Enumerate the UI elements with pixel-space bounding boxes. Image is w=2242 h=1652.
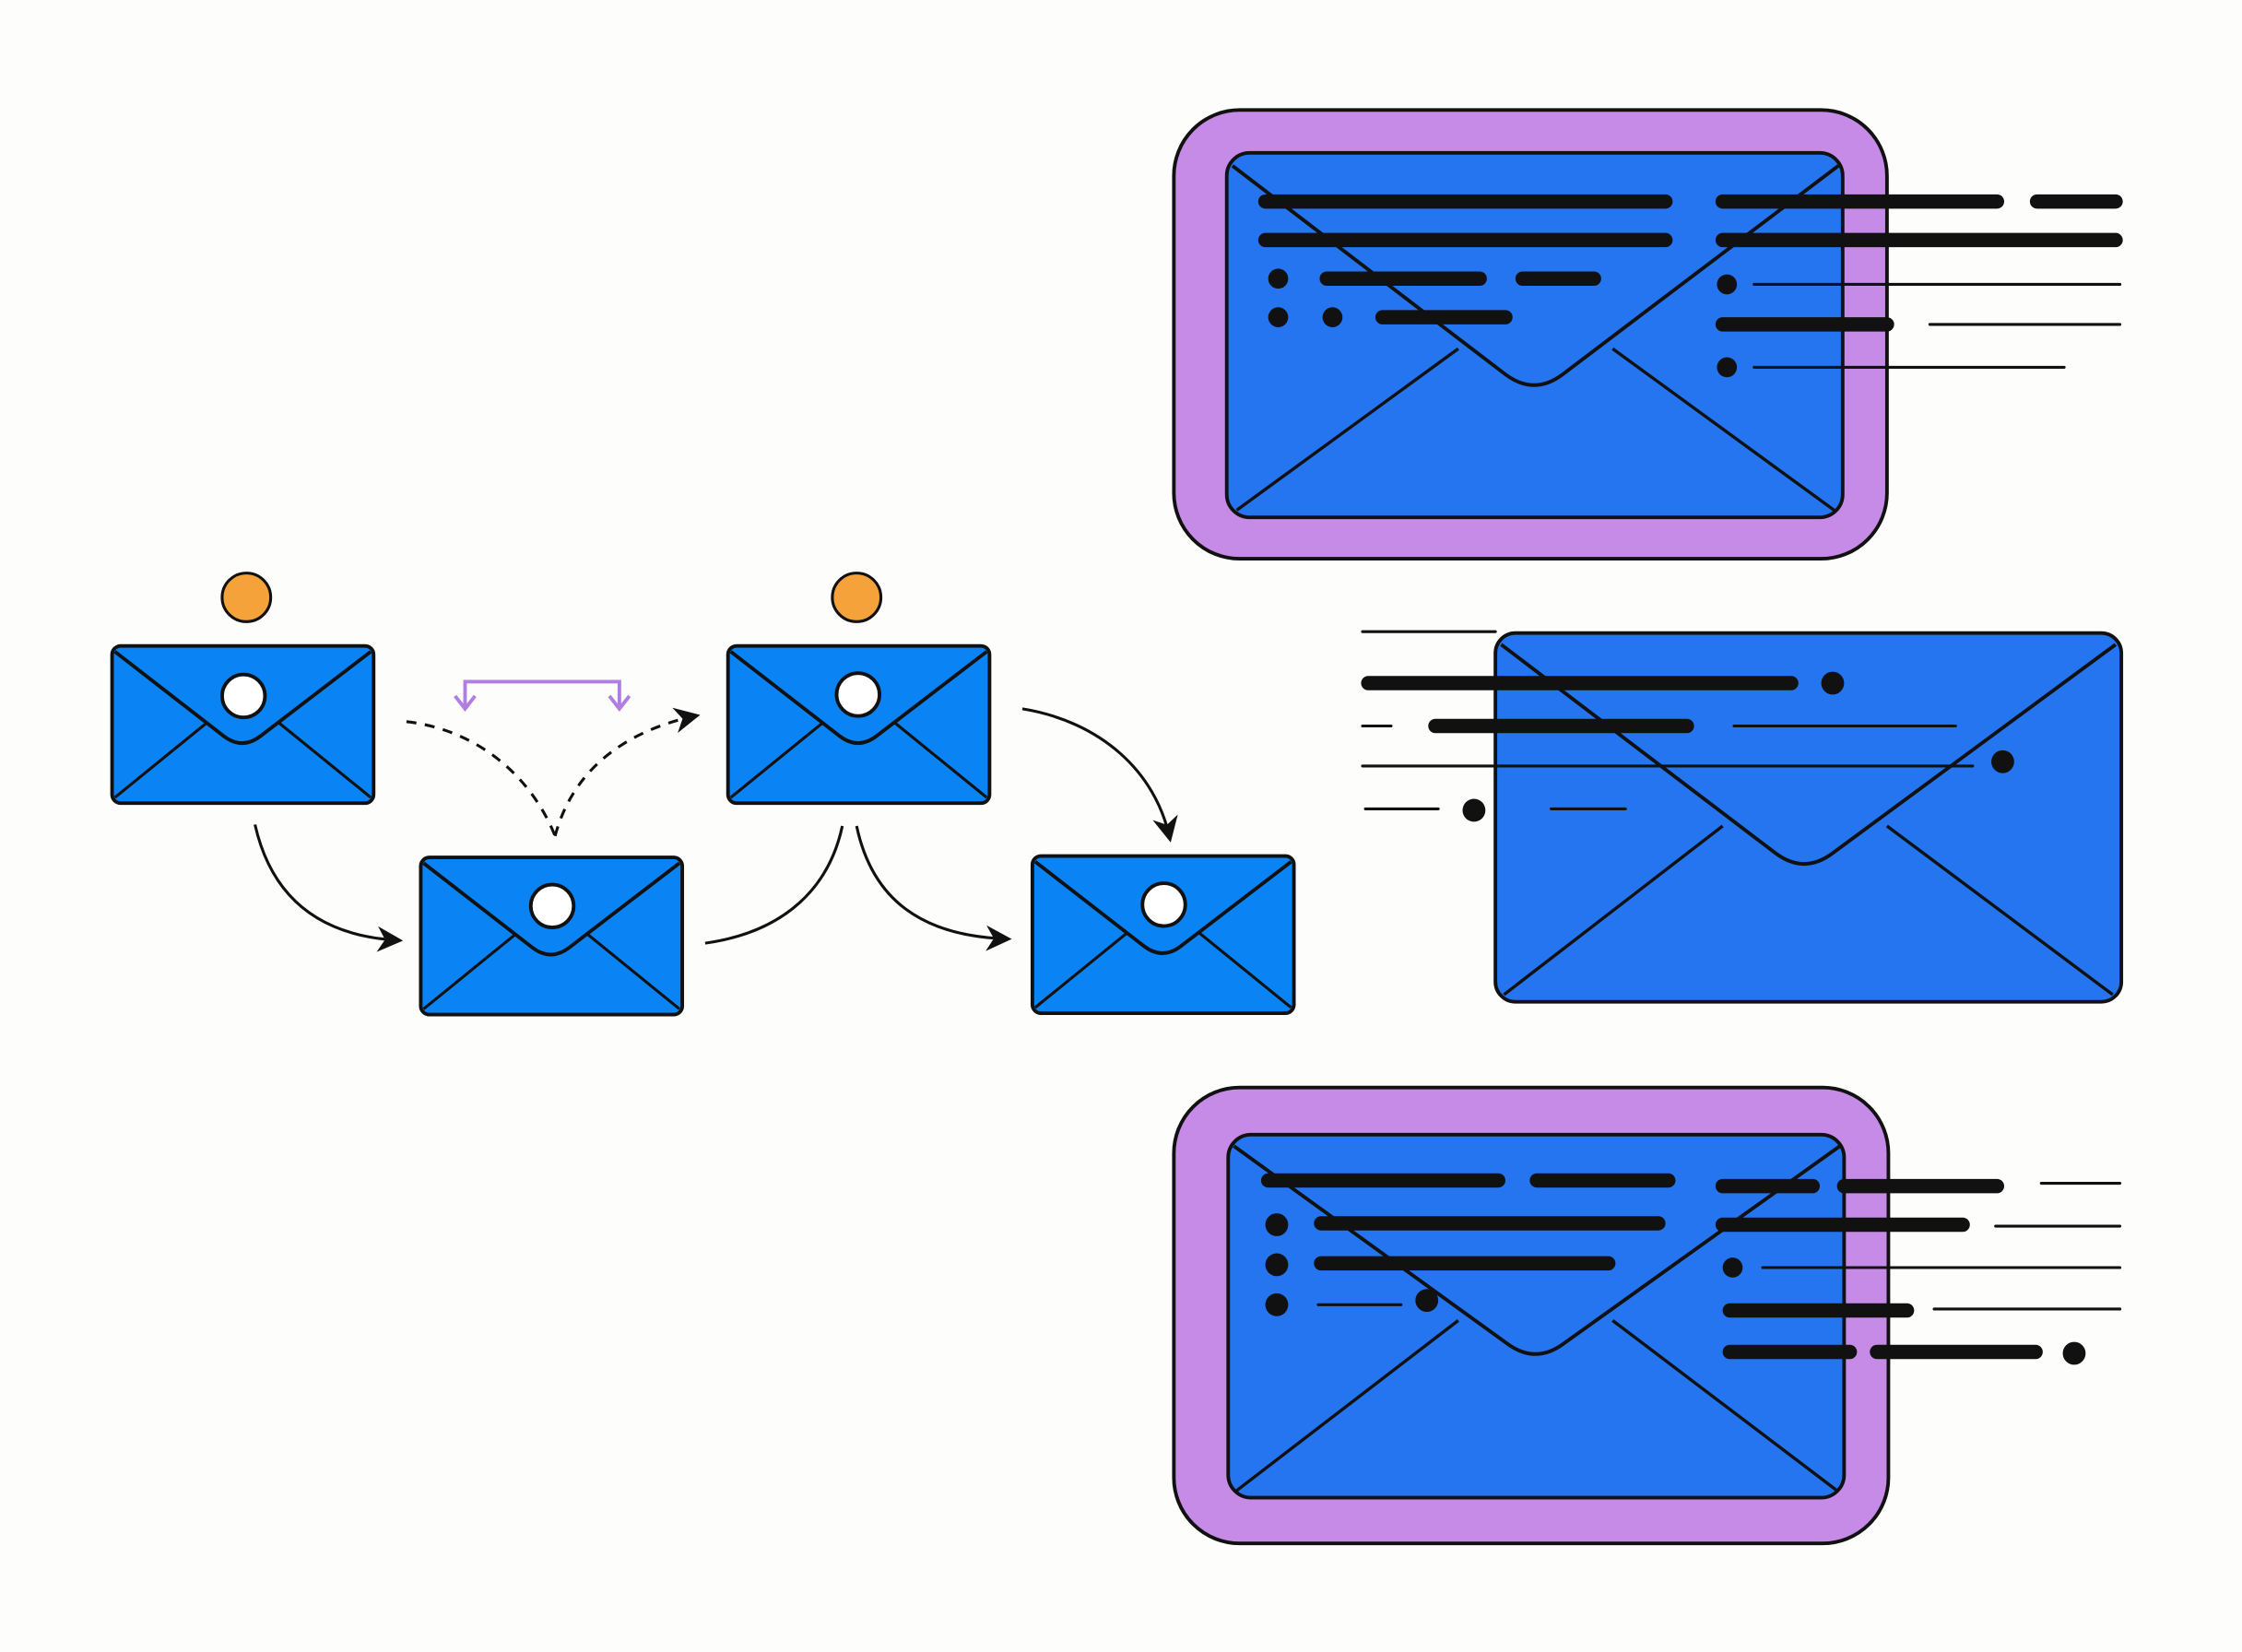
flow-diagram [110,572,1296,1017]
flow-arrow [855,825,1012,951]
envelope-middle [1361,630,2124,1004]
envelope-icon [110,643,376,806]
person-icon [831,572,883,623]
dashed-arrow [553,707,701,837]
person-icon [220,572,273,623]
envelope-icon [1030,854,1296,1016]
text-lines [1260,1173,2122,1365]
flow-arrow [704,825,844,945]
envelope-icon [726,643,992,806]
flow-arrow [1021,707,1178,843]
split-arrow-head [454,694,631,713]
flow-arrow [254,824,404,952]
framed-envelope-bottom [1172,1085,2122,1546]
text-lines [1361,630,2014,822]
dashed-arrow [406,720,557,837]
envelope-icon [419,856,685,1017]
text-lines [1257,194,2123,378]
framed-envelope-top [1172,108,2123,561]
split-arrow [463,679,621,706]
